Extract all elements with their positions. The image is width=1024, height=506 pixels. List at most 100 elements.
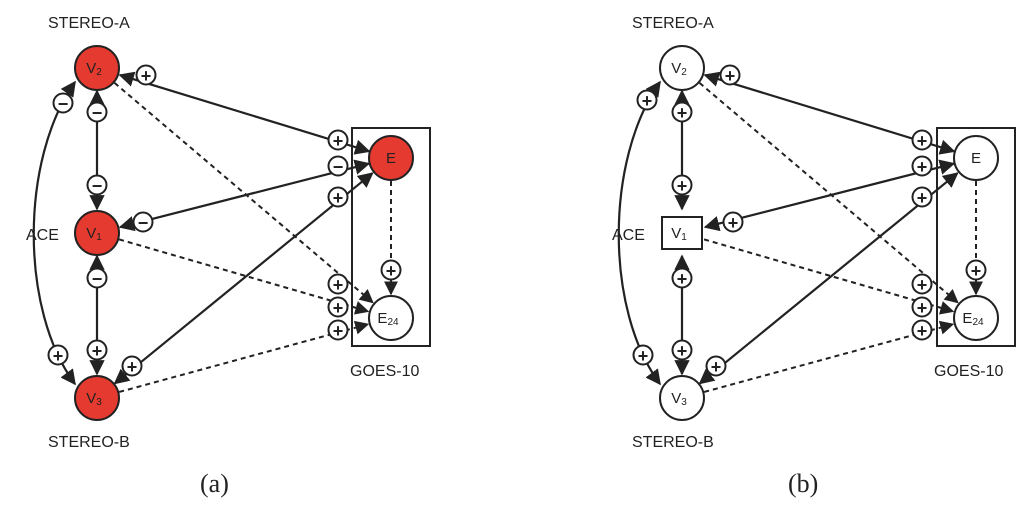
plus-sign-icon: + (671, 174, 693, 196)
node-label: V2 (86, 60, 102, 78)
node-subscript: 2 (681, 67, 687, 78)
sign-label: + (677, 103, 688, 123)
edge-v3-e (698, 172, 959, 385)
node-label: E (386, 150, 396, 167)
minus-sign-icon: − (52, 92, 74, 114)
sign-label: + (711, 357, 722, 377)
node-v2: V2 (74, 45, 120, 91)
minus-sign-icon: − (132, 211, 154, 233)
plus-sign-icon: + (911, 155, 933, 177)
panel-a-signs: −−−+−+++−−++++++ (47, 64, 402, 377)
sign-label: + (333, 131, 344, 151)
plus-sign-icon: + (327, 129, 349, 151)
plus-sign-icon: + (47, 344, 69, 366)
node-main-label: E (377, 310, 387, 327)
plus-sign-icon: + (671, 267, 693, 289)
sign-label: + (917, 157, 928, 177)
node-v1: V1 (661, 216, 703, 250)
node-main-label: V (86, 60, 96, 77)
node-subscript: 3 (681, 397, 687, 408)
plus-sign-icon: + (671, 101, 693, 123)
node-main-label: V (86, 390, 96, 407)
goes-10-box (351, 127, 431, 347)
node-e24: E24 (953, 295, 999, 341)
minus-sign-icon: − (86, 174, 108, 196)
sign-label: + (917, 298, 928, 318)
edge-v3-e24 (703, 320, 955, 393)
plus-sign-icon: + (911, 186, 933, 208)
node-e: E (953, 135, 999, 181)
node-label: V1 (86, 225, 102, 243)
node-main-label: V (671, 225, 681, 242)
node-subscript: 24 (972, 317, 984, 328)
node-main-label: E (962, 310, 972, 327)
sign-label: − (92, 103, 103, 123)
sign-label: + (92, 341, 103, 361)
goes-10-label: GOES-10 (350, 363, 419, 380)
panel-caption: (b) (788, 469, 818, 498)
node-label: E (971, 150, 981, 167)
sign-label: − (58, 94, 69, 114)
plus-sign-icon: + (911, 296, 933, 318)
stereo-b-label: STEREO-B (48, 434, 130, 451)
sign-label: + (333, 275, 344, 295)
sign-label: + (917, 275, 928, 295)
node-e: E (368, 135, 414, 181)
sign-label: + (333, 321, 344, 341)
node-label: E24 (962, 310, 984, 328)
stereo-a-label: STEREO-A (48, 15, 130, 32)
plus-sign-icon: + (636, 89, 658, 111)
node-main-label: E (971, 150, 981, 167)
node-subscript: 2 (96, 67, 102, 78)
node-label: V2 (671, 60, 687, 78)
plus-sign-icon: + (705, 355, 727, 377)
node-subscript: 24 (387, 317, 399, 328)
node-main-label: E (386, 150, 396, 167)
sign-label: + (127, 357, 138, 377)
edge-v2-e24 (113, 82, 374, 304)
goes-10-label: GOES-10 (934, 363, 1003, 380)
sign-label: − (92, 176, 103, 196)
plus-sign-icon: + (121, 355, 143, 377)
sign-label: + (638, 346, 649, 366)
edge-v3-e24 (118, 320, 370, 393)
sign-label: + (53, 346, 64, 366)
node-label: V3 (671, 390, 687, 408)
sign-label: − (92, 269, 103, 289)
sign-label: + (917, 188, 928, 208)
plus-sign-icon: + (380, 259, 402, 281)
plus-sign-icon: + (86, 339, 108, 361)
plus-sign-icon: + (327, 296, 349, 318)
node-v3: V3 (659, 375, 705, 421)
node-v1: V1 (74, 210, 120, 256)
sign-label: − (333, 157, 344, 177)
plus-sign-icon: + (722, 211, 744, 233)
node-label: V3 (86, 390, 102, 408)
sign-label: + (677, 176, 688, 196)
edge-v3-e (113, 172, 374, 385)
goes-10-box (936, 127, 1016, 347)
sign-label: + (917, 131, 928, 151)
edge-v1-e24 (118, 238, 370, 315)
plus-sign-icon: + (632, 344, 654, 366)
edge-v1-e24 (703, 238, 955, 315)
plus-sign-icon: + (719, 64, 741, 86)
node-subscript: 1 (681, 232, 687, 243)
sign-label: + (725, 66, 736, 86)
node-main-label: V (671, 60, 681, 77)
sign-label: + (917, 321, 928, 341)
sign-label: + (642, 91, 653, 111)
node-v2: V2 (659, 45, 705, 91)
plus-sign-icon: + (911, 129, 933, 151)
panel-b-signs: ++++++++++++++++ (632, 64, 987, 377)
sign-label: + (728, 213, 739, 233)
sign-label: + (386, 261, 397, 281)
node-v3: V3 (74, 375, 120, 421)
node-main-label: V (86, 225, 96, 242)
plus-sign-icon: + (327, 273, 349, 295)
sign-label: + (677, 269, 688, 289)
